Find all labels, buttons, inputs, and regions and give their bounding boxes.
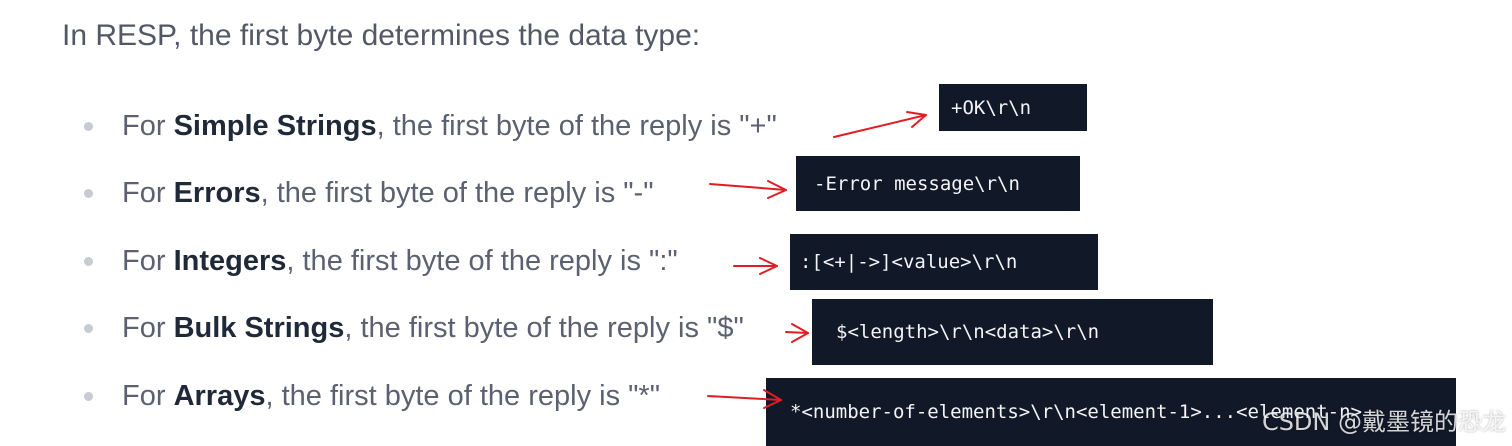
bullet-type: Bulk Strings bbox=[173, 312, 345, 344]
bullet-suffix: , the first byte of the reply is "+" bbox=[376, 110, 777, 142]
arrow-simple-strings bbox=[833, 114, 927, 138]
code-bulk-strings: $<length>\r\n<data>\r\n bbox=[836, 321, 1100, 343]
code-integers: :[<+|->]<value>\r\n bbox=[800, 251, 1018, 273]
bullet-type: Errors bbox=[173, 177, 261, 209]
bullet-suffix: , the first byte of the reply is "*" bbox=[265, 380, 660, 412]
bullet-text: For Simple Strings, the first byte of th… bbox=[122, 106, 777, 146]
bullet-bulk-strings: For Bulk Strings, the first byte of the … bbox=[84, 308, 744, 348]
bullet-prefix: For bbox=[122, 380, 174, 412]
bullet-dot-icon bbox=[84, 391, 93, 401]
bullet-errors: For Errors, the first byte of the reply … bbox=[84, 173, 654, 213]
bullet-text: For Arrays, the first byte of the reply … bbox=[122, 376, 660, 416]
arrow-bulk-strings bbox=[785, 331, 809, 334]
bullet-prefix: For bbox=[122, 110, 174, 142]
arrow-head-bulk-strings bbox=[791, 323, 809, 343]
bullet-type: Integers bbox=[173, 245, 287, 277]
bullet-prefix: For bbox=[122, 177, 174, 209]
code-box-arrays: *<number-of-elements>\r\n<element-1>...<… bbox=[766, 378, 1456, 446]
arrow-head-simple-strings bbox=[906, 111, 927, 128]
arrow-head-integers bbox=[759, 257, 778, 275]
arrow-head-errors bbox=[767, 180, 787, 199]
bullet-arrays: For Arrays, the first byte of the reply … bbox=[84, 376, 660, 416]
code-box-integers: :[<+|->]<value>\r\n bbox=[790, 234, 1098, 290]
code-box-simple-strings: +OK\r\n bbox=[939, 84, 1087, 131]
bullet-dot-icon bbox=[84, 188, 93, 198]
code-arrays: *<number-of-elements>\r\n<element-1>...<… bbox=[790, 401, 1362, 423]
code-box-errors: -Error message\r\n bbox=[796, 156, 1080, 211]
bullet-simple-strings: For Simple Strings, the first byte of th… bbox=[84, 106, 777, 146]
bullet-text: For Bulk Strings, the first byte of the … bbox=[122, 308, 744, 348]
code-errors: -Error message\r\n bbox=[814, 172, 1020, 195]
watermark: CSDN @戴墨镜的恐龙 bbox=[1261, 408, 1506, 436]
code-box-bulk-strings: $<length>\r\n<data>\r\n bbox=[812, 299, 1213, 365]
bullet-text: For Errors, the first byte of the reply … bbox=[122, 173, 654, 213]
bullet-suffix: , the first byte of the reply is "$" bbox=[344, 312, 744, 344]
bullet-dot-icon bbox=[84, 323, 93, 333]
bullet-suffix: , the first byte of the reply is "-" bbox=[260, 177, 654, 209]
bullet-dot-icon bbox=[84, 256, 93, 266]
arrow-errors bbox=[709, 183, 787, 191]
bullet-type: Arrays bbox=[173, 380, 266, 412]
bullet-dot-icon bbox=[84, 121, 93, 131]
bullet-type: Simple Strings bbox=[173, 110, 377, 142]
code-simple-strings: +OK\r\n bbox=[951, 96, 1032, 119]
bullet-text: For Integers, the first byte of the repl… bbox=[122, 241, 678, 281]
bullet-prefix: For bbox=[122, 245, 174, 277]
bullet-integers: For Integers, the first byte of the repl… bbox=[84, 241, 678, 281]
bullet-prefix: For bbox=[122, 312, 174, 344]
bullet-suffix: , the first byte of the reply is ":" bbox=[286, 245, 678, 277]
intro-text: In RESP, the first byte determines the d… bbox=[62, 19, 701, 52]
